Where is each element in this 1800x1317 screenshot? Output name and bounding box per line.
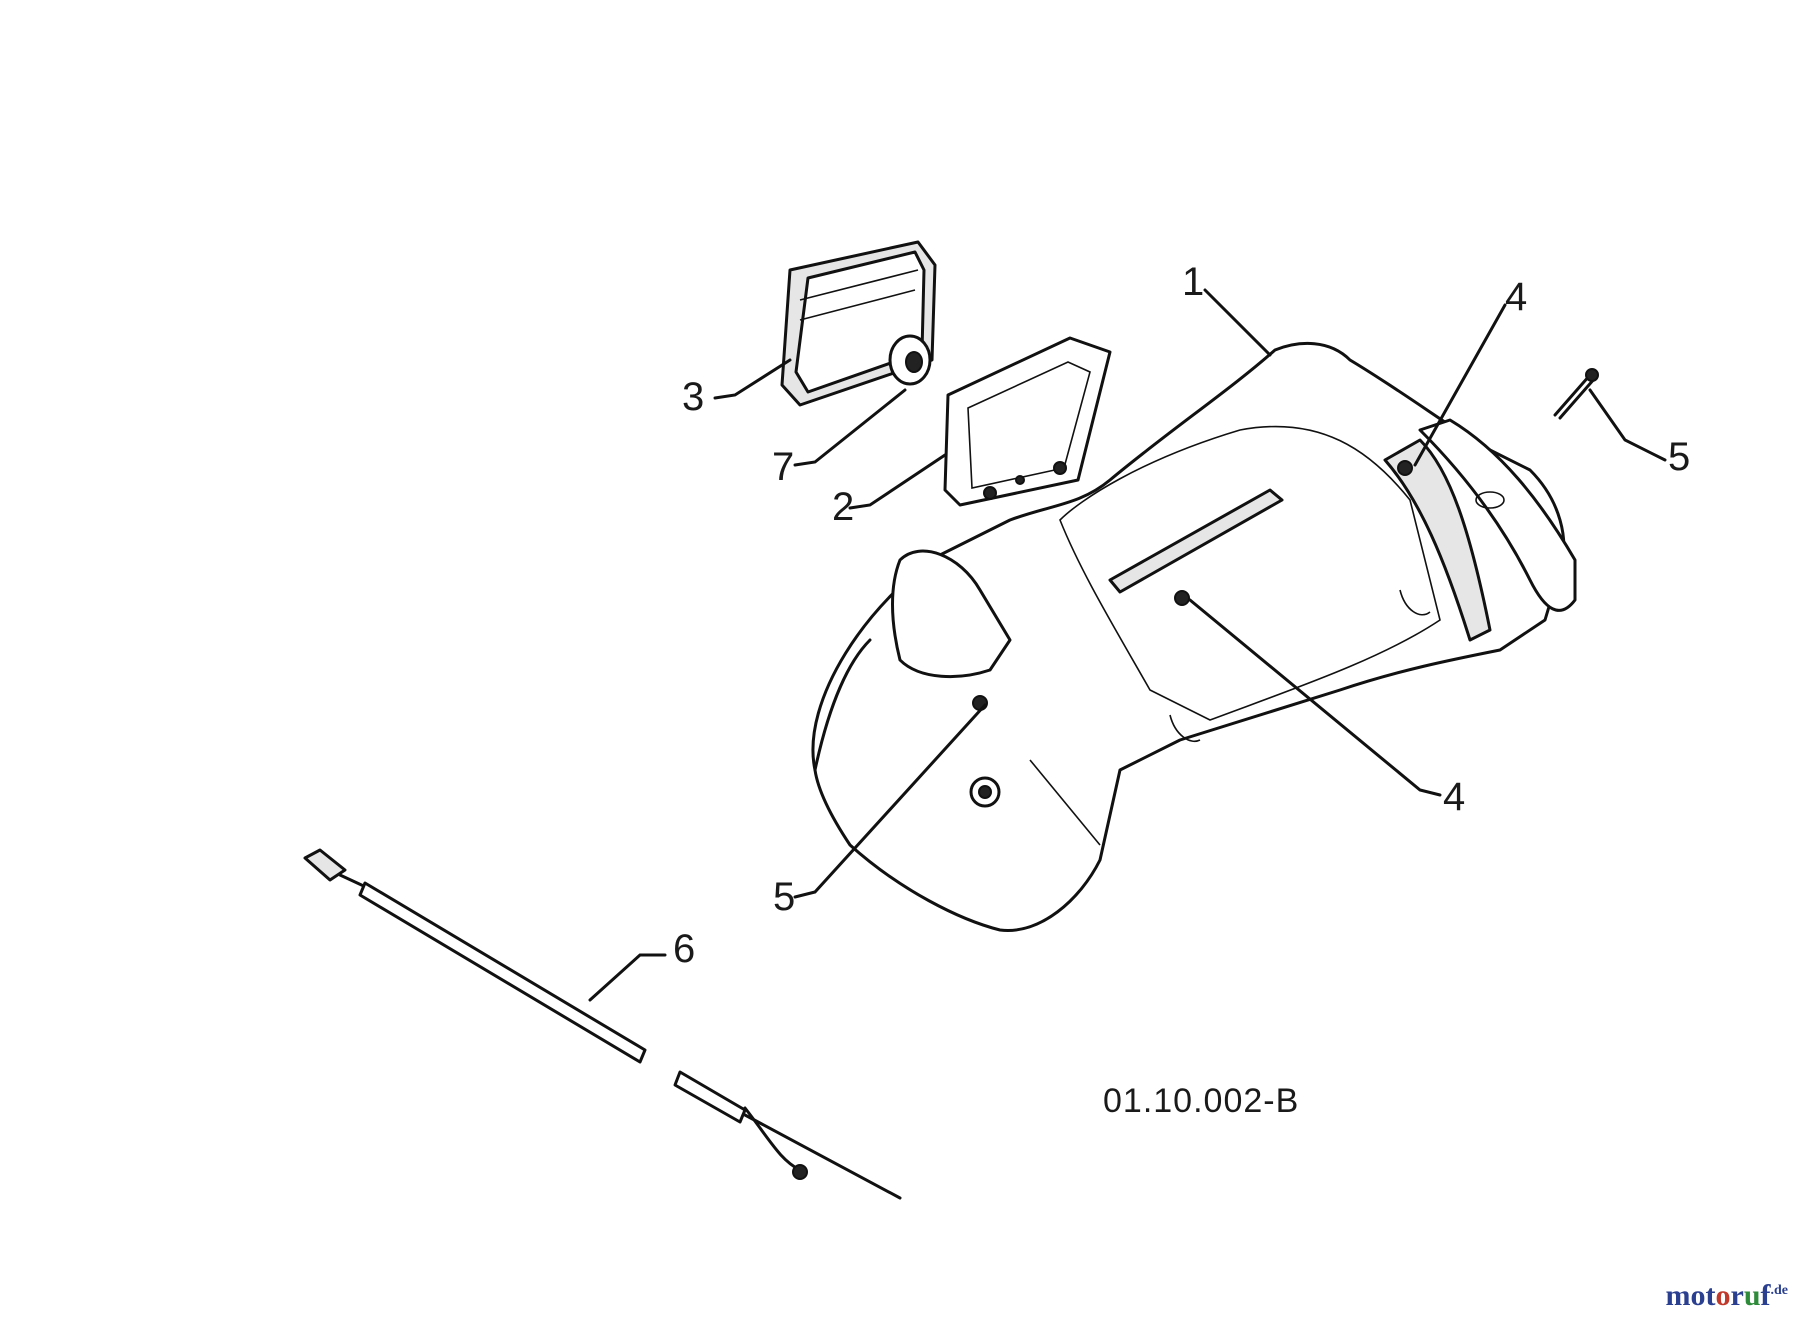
callout-4-top: 4 (1505, 275, 1527, 319)
watermark-logo: motoruf.de (1666, 1279, 1789, 1313)
callout-5-left: 5 (773, 875, 795, 919)
callout-6: 6 (673, 927, 695, 971)
watermark-part: o (1715, 1279, 1731, 1312)
callout-2: 2 (832, 485, 854, 529)
lamp-frame (943, 336, 1112, 507)
watermark-part: f (1760, 1279, 1771, 1312)
callout-7: 7 (772, 445, 794, 489)
watermark-part: .de (1770, 1283, 1789, 1298)
callout-3: 3 (682, 375, 704, 419)
screw-right (1553, 368, 1599, 420)
drawing-code: 01.10.002-B (1103, 1082, 1299, 1120)
callout-1: 1 (1182, 260, 1204, 304)
hood-housing (811, 341, 1577, 932)
callout-5-right: 5 (1668, 435, 1690, 479)
wiring-harness (303, 848, 902, 1200)
headlight-lamp (780, 240, 937, 407)
callout-4-center: 4 (1443, 775, 1465, 819)
watermark-part: r (1730, 1279, 1744, 1312)
watermark-part: u (1743, 1279, 1761, 1312)
watermark-part: mot (1665, 1279, 1716, 1312)
leader-lines (588, 288, 1667, 1002)
